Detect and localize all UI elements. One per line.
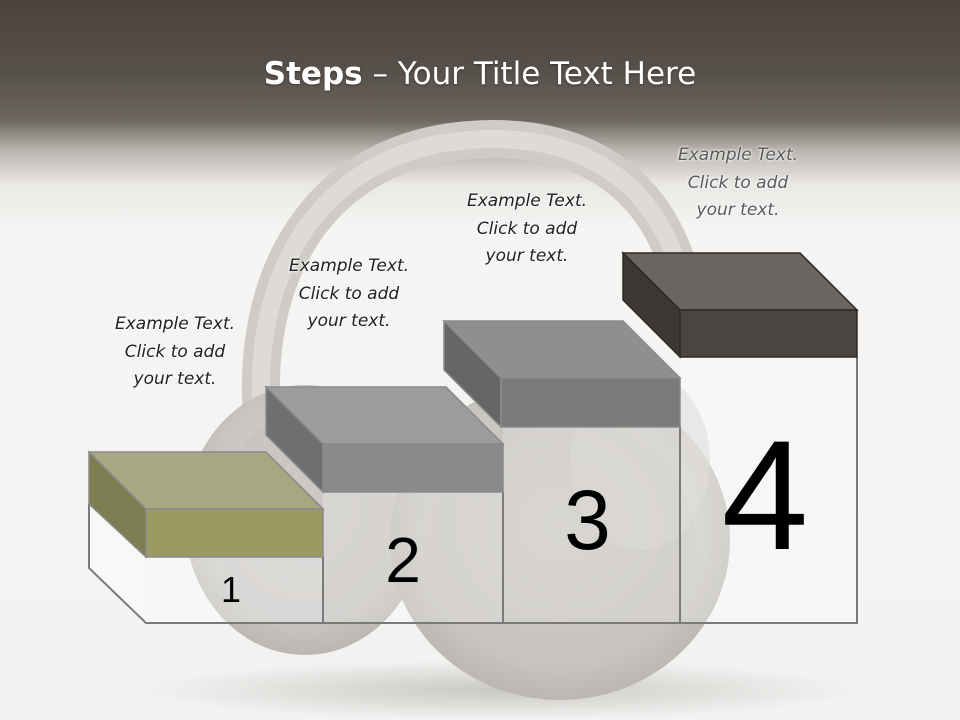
step-1-front: [146, 557, 323, 623]
title-bold: Steps: [263, 56, 363, 92]
step-4-caption-line-3: your text.: [696, 200, 780, 220]
step-3-front: [503, 427, 680, 623]
step-1-block-front: [145, 508, 324, 558]
step-4-caption-line-1: Example Text.: [677, 145, 799, 165]
step-2-block[interactable]: [264, 385, 505, 494]
step-3-block[interactable]: [442, 319, 682, 429]
step-3-caption-line-3: your text.: [485, 246, 569, 266]
step-1-caption[interactable]: Example Text. Click to add your text.: [75, 311, 275, 394]
step-4-number[interactable]: 4: [721, 409, 809, 583]
step-4-caption-line-2: Click to add: [687, 172, 789, 193]
step-1-number[interactable]: 1: [220, 569, 242, 610]
step-2-caption[interactable]: Example Text. Click to add your text.: [249, 253, 449, 336]
step-4-block-front: [679, 309, 858, 358]
slide-title[interactable]: Steps – Your Title Text Here: [0, 54, 960, 94]
step-4-block[interactable]: [621, 251, 859, 359]
step-2-front: [323, 492, 503, 623]
step-1-caption-line-3: your text.: [133, 369, 217, 389]
step-2-caption-line-3: your text.: [307, 311, 391, 331]
step-4-caption[interactable]: Example Text. Click to add your text.: [638, 142, 838, 225]
step-outlines: [88, 357, 858, 624]
step-1-left-face: [89, 504, 146, 623]
step-3-caption[interactable]: Example Text. Click to add your text.: [427, 188, 627, 271]
step-fronts: [89, 357, 857, 623]
step-2-caption-line-2: Click to add: [298, 283, 400, 304]
step-1-caption-line-1: Example Text.: [114, 314, 236, 334]
step-3-block-front: [500, 377, 681, 428]
step-2-caption-line-1: Example Text.: [288, 256, 410, 276]
step-4-front: [680, 357, 857, 623]
step-2-block-front: [322, 443, 504, 493]
step-1-caption-line-2: Click to add: [124, 341, 226, 362]
step-1-block[interactable]: [87, 450, 325, 559]
step-3-number[interactable]: 3: [564, 473, 611, 567]
step-3-caption-line-2: Click to add: [476, 218, 578, 239]
step-3-caption-line-1: Example Text.: [466, 191, 588, 211]
title-rest: – Your Title Text Here: [362, 56, 697, 92]
step-2-number[interactable]: 2: [385, 524, 421, 596]
